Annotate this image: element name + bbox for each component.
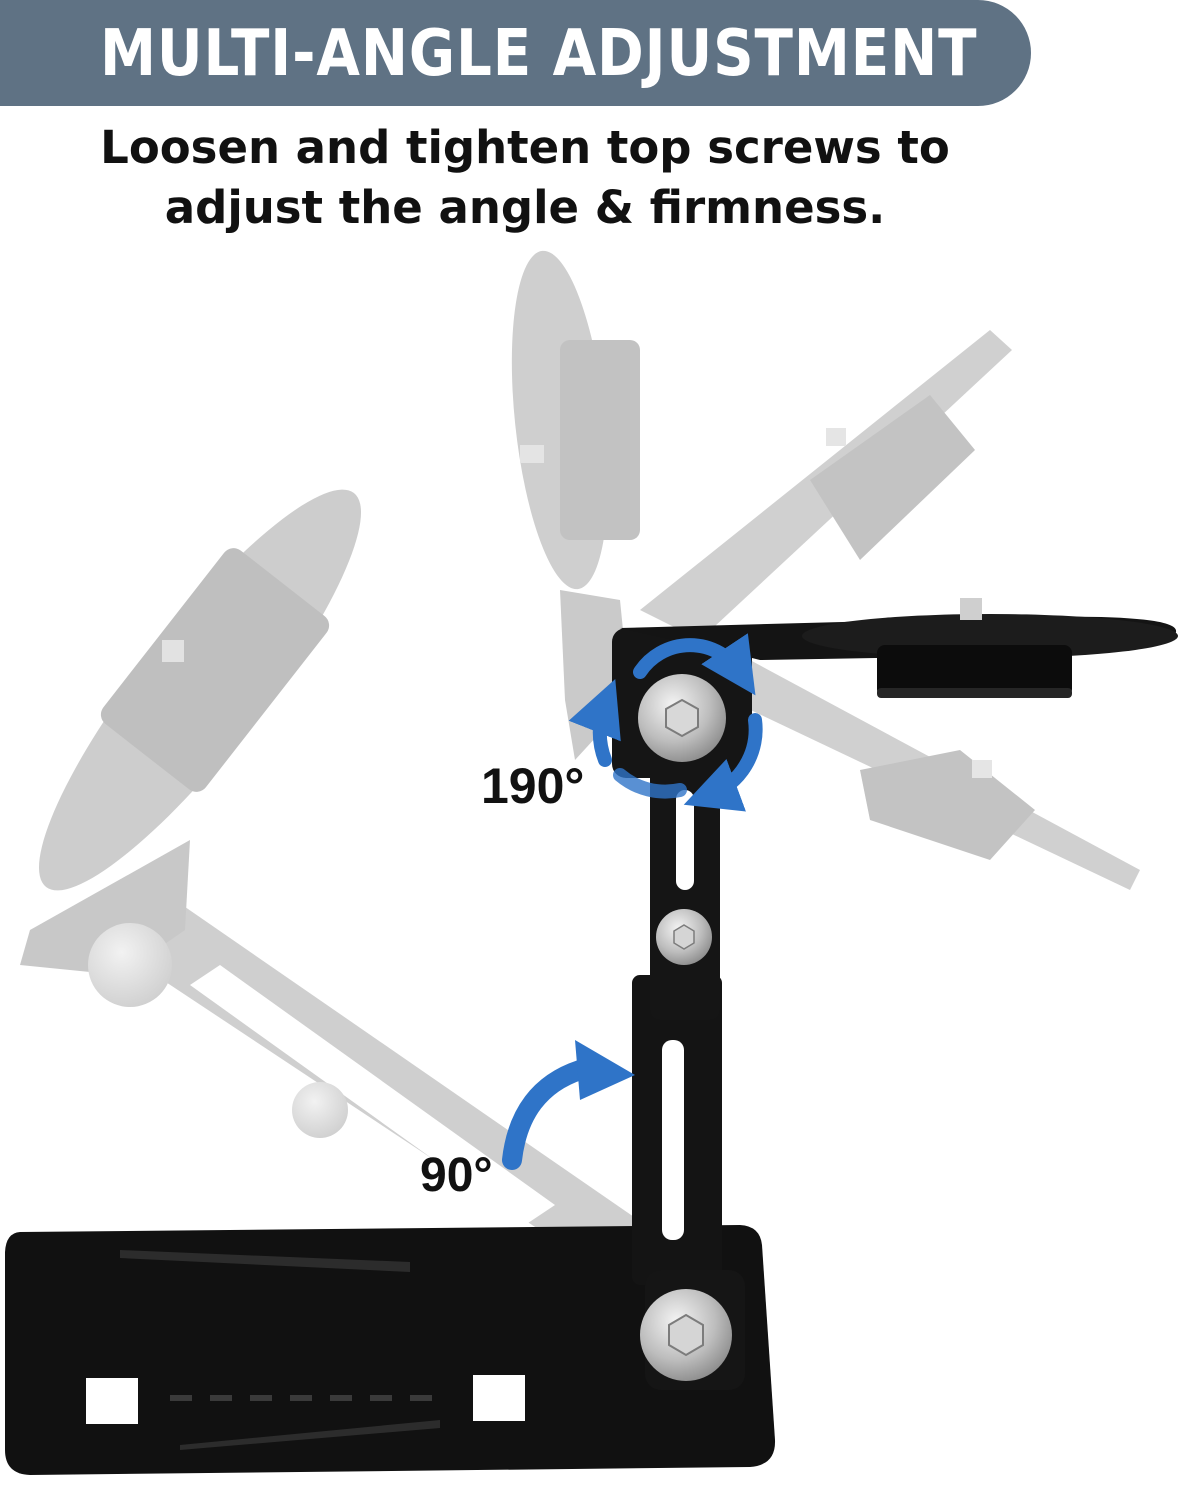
curved-arrow-icon (502, 1040, 635, 1170)
stand-base (5, 1225, 776, 1475)
base-rotation-angle-label: 90° (420, 1149, 493, 1202)
ghost-pivot-screw-icon (88, 923, 172, 1007)
rotation-arrow-icon (568, 633, 763, 812)
title-banner (0, 0, 1031, 106)
ghost-plate-upper (640, 330, 1012, 640)
tripod-screw-icon (960, 598, 982, 620)
top-rotation-angle-label: 190° (481, 758, 585, 814)
subtitle: Loosen and tighten top screws to adjust … (60, 118, 990, 238)
subtitle-line-1: Loosen and tighten top screws to (100, 121, 950, 174)
ghost-plate-lower (740, 660, 1140, 890)
ghost-screw-icon (292, 1082, 348, 1138)
subtitle-line-2: adjust the angle & firmness. (164, 181, 886, 234)
stand-lower-arm (632, 975, 745, 1390)
base-slot-left (86, 1378, 138, 1424)
ghost-folded-arm (20, 489, 660, 1270)
base-slot-right (473, 1375, 525, 1421)
